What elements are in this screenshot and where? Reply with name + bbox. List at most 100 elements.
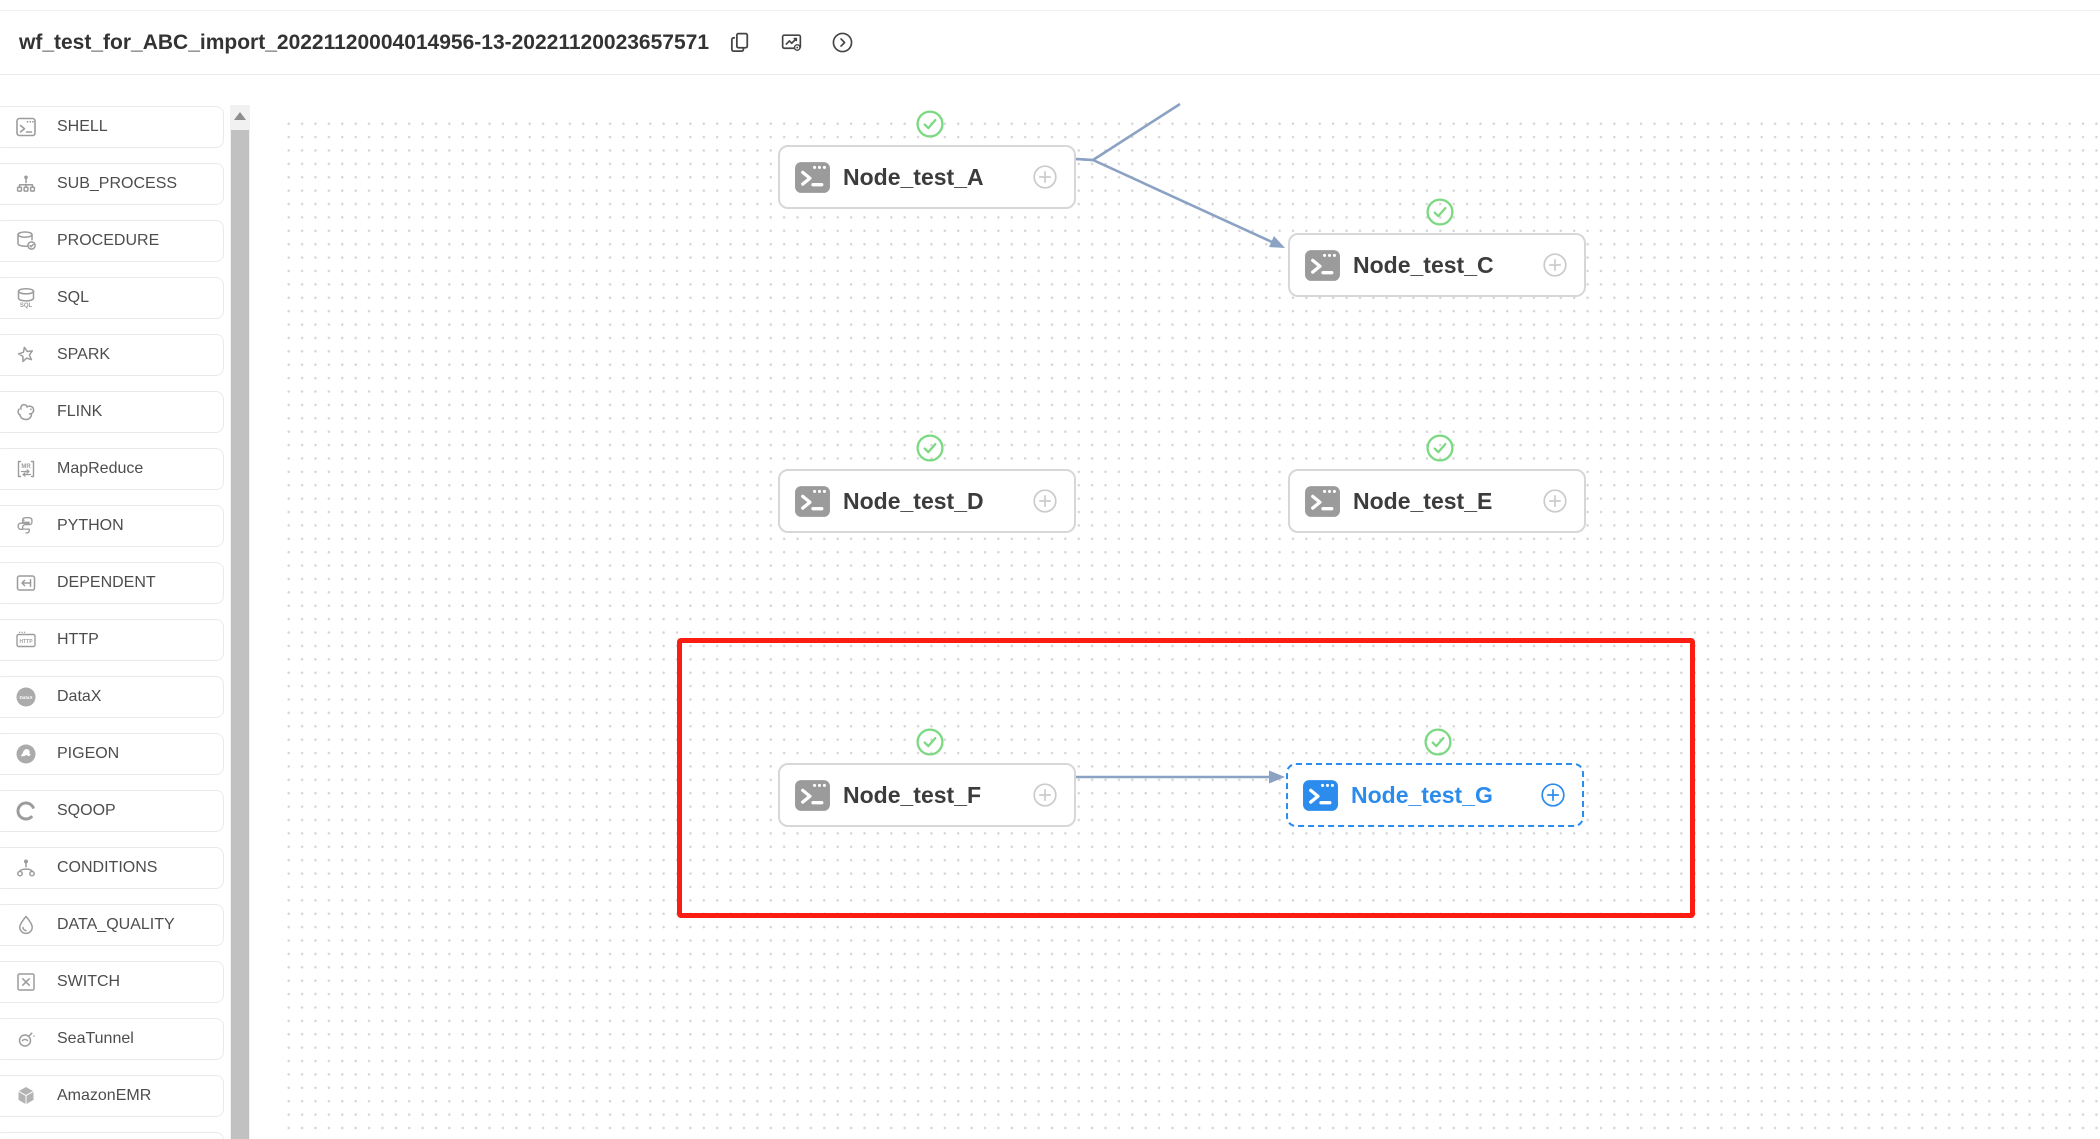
success-status-icon: [1426, 198, 1454, 226]
seatunnel-icon: [14, 1027, 38, 1051]
data-quality-icon: [14, 913, 38, 937]
sidebar-item-sub-process[interactable]: SUB_PROCESS: [0, 163, 224, 205]
add-downstream-plus-icon[interactable]: [1032, 488, 1058, 514]
success-status-icon: [916, 728, 944, 756]
canvas-dot-grid: [282, 117, 2100, 1139]
sidebar-item-dependent[interactable]: DEPENDENT: [0, 562, 224, 604]
edge-arrowhead-icon: [1269, 236, 1285, 248]
node-label: Node_test_E: [1353, 487, 1493, 514]
dag-node-node-test-d[interactable]: Node_test_D: [778, 434, 1076, 533]
sidebar-item-shell[interactable]: SHELL: [0, 106, 224, 148]
workflow-title: wf_test_for_ABC_import_20221120004014956…: [19, 30, 710, 54]
circle-chevron-right-icon: [830, 30, 855, 55]
sidebar-item-label: PROCEDURE: [57, 232, 160, 249]
sidebar-item-label: SHELL: [57, 118, 108, 135]
sidebar-item-label: CONDITIONS: [57, 859, 158, 876]
sidebar-item-http[interactable]: HTTP HTTP: [0, 619, 224, 661]
sidebar-item-label: FLINK: [57, 403, 103, 420]
svg-text:HTTP: HTTP: [19, 639, 33, 645]
sidebar-scrollbar[interactable]: [230, 105, 250, 1139]
dag-node-node-test-g[interactable]: Node_test_G: [1286, 728, 1584, 827]
success-status-icon: [916, 110, 944, 138]
sidebar-item-label: PYTHON: [57, 517, 124, 534]
sqoop-icon: [14, 799, 38, 823]
sidebar-item-flink[interactable]: FLINK: [0, 391, 224, 433]
dag-canvas[interactable]: Node_test_A Node_test_C Node_test_D Node_te…: [252, 75, 2100, 1139]
http-icon: HTTP: [14, 628, 38, 652]
sidebar-item-seatunnel[interactable]: SeaTunnel: [0, 1018, 224, 1060]
node-label: Node_test_D: [843, 487, 984, 514]
shell-node-icon: [794, 161, 831, 194]
shell-node-icon: [1302, 779, 1339, 812]
workflow-header: wf_test_for_ABC_import_20221120004014956…: [0, 11, 2100, 75]
shell-icon: [14, 115, 38, 139]
shell-node-icon: [1304, 485, 1341, 518]
sidebar-item-sqoop[interactable]: SQOOP: [0, 790, 224, 832]
dag-node-node-test-c[interactable]: Node_test_C: [1288, 198, 1586, 297]
run-button[interactable]: [829, 30, 855, 56]
sidebar-item-procedure[interactable]: PROCEDURE: [0, 220, 224, 262]
python-icon: [14, 514, 38, 538]
sidebar-item-label: SWITCH: [57, 973, 121, 990]
node-label: Node_test_A: [843, 163, 984, 190]
sidebar-item-python[interactable]: PYTHON: [0, 505, 224, 547]
success-status-icon: [1424, 728, 1452, 756]
sidebar-item-label: SeaTunnel: [57, 1030, 134, 1047]
sidebar-item-label: AmazonEMR: [57, 1087, 152, 1104]
dag-edges: [1075, 102, 1285, 784]
add-downstream-plus-icon[interactable]: [1542, 488, 1568, 514]
chart-eye-icon: [779, 30, 804, 55]
sidebar-item-sql[interactable]: SQL SQL: [0, 277, 224, 319]
view-button[interactable]: [778, 30, 804, 56]
sidebar-item-label: SUB_PROCESS: [57, 175, 178, 192]
flink-icon: [14, 400, 38, 424]
sidebar-item-label: HTTP: [57, 631, 99, 648]
add-downstream-plus-icon[interactable]: [1032, 164, 1058, 190]
sql-icon: SQL: [14, 286, 38, 310]
spark-icon: [14, 343, 38, 367]
scrollbar-thumb[interactable]: [231, 130, 249, 1139]
dag-node-node-test-e[interactable]: Node_test_E: [1288, 434, 1586, 533]
sidebar-item-amazonemr[interactable]: AmazonEMR: [0, 1075, 224, 1117]
sidebar-item-label: DataX: [57, 688, 102, 705]
sidebar-item-label: MapReduce: [57, 460, 144, 477]
sidebar-item-conditions[interactable]: CONDITIONS: [0, 847, 224, 889]
amazon-emr-icon: [14, 1084, 38, 1108]
shell-node-icon: [794, 779, 831, 812]
edge-arrowhead-icon: [1269, 770, 1285, 784]
sidebar-item-label: SPARK: [57, 346, 111, 363]
conditions-icon: [14, 856, 38, 880]
scrollbar-up-arrow-icon[interactable]: [234, 112, 246, 120]
sidebar-item-pigeon[interactable]: PIGEON: [0, 733, 224, 775]
dag-node-node-test-f[interactable]: Node_test_F: [778, 728, 1076, 827]
task-type-sidebar: SHELL SUB_PROCESS PROCEDURE SQL SQL SPARK FLIN…: [0, 75, 252, 1139]
sidebar-item-data-quality[interactable]: DATA_QUALITY: [0, 904, 224, 946]
header-actions: [727, 30, 855, 56]
svg-text:SQL: SQL: [20, 303, 33, 309]
sidebar-item-datax[interactable]: DataX DataX: [0, 676, 224, 718]
copy-button[interactable]: [727, 30, 753, 56]
sidebar-item-partial[interactable]: [0, 1132, 224, 1139]
sidebar-item-spark[interactable]: SPARK: [0, 334, 224, 376]
copy-icon: [728, 30, 753, 55]
shell-node-icon: [1304, 249, 1341, 282]
sidebar-item-label: SQOOP: [57, 802, 116, 819]
add-downstream-plus-icon[interactable]: [1032, 782, 1058, 808]
shell-node-icon: [794, 485, 831, 518]
dag-node-node-test-a[interactable]: Node_test_A: [778, 110, 1076, 209]
sub-process-icon: [14, 172, 38, 196]
add-downstream-plus-icon[interactable]: [1542, 252, 1568, 278]
sidebar-item-switch[interactable]: SWITCH: [0, 961, 224, 1003]
svg-text:DataX: DataX: [19, 695, 33, 700]
node-label: Node_test_C: [1353, 251, 1494, 278]
switch-icon: [14, 970, 38, 994]
dag-edge[interactable]: [1075, 102, 1181, 162]
sidebar-item-label: PIGEON: [57, 745, 120, 762]
sidebar-item-label: DATA_QUALITY: [57, 916, 175, 933]
add-downstream-plus-icon[interactable]: [1540, 782, 1566, 808]
dag-edge[interactable]: [1075, 157, 1273, 244]
success-status-icon: [1426, 434, 1454, 462]
success-status-icon: [916, 434, 944, 462]
sidebar-item-label: SQL: [57, 289, 90, 306]
